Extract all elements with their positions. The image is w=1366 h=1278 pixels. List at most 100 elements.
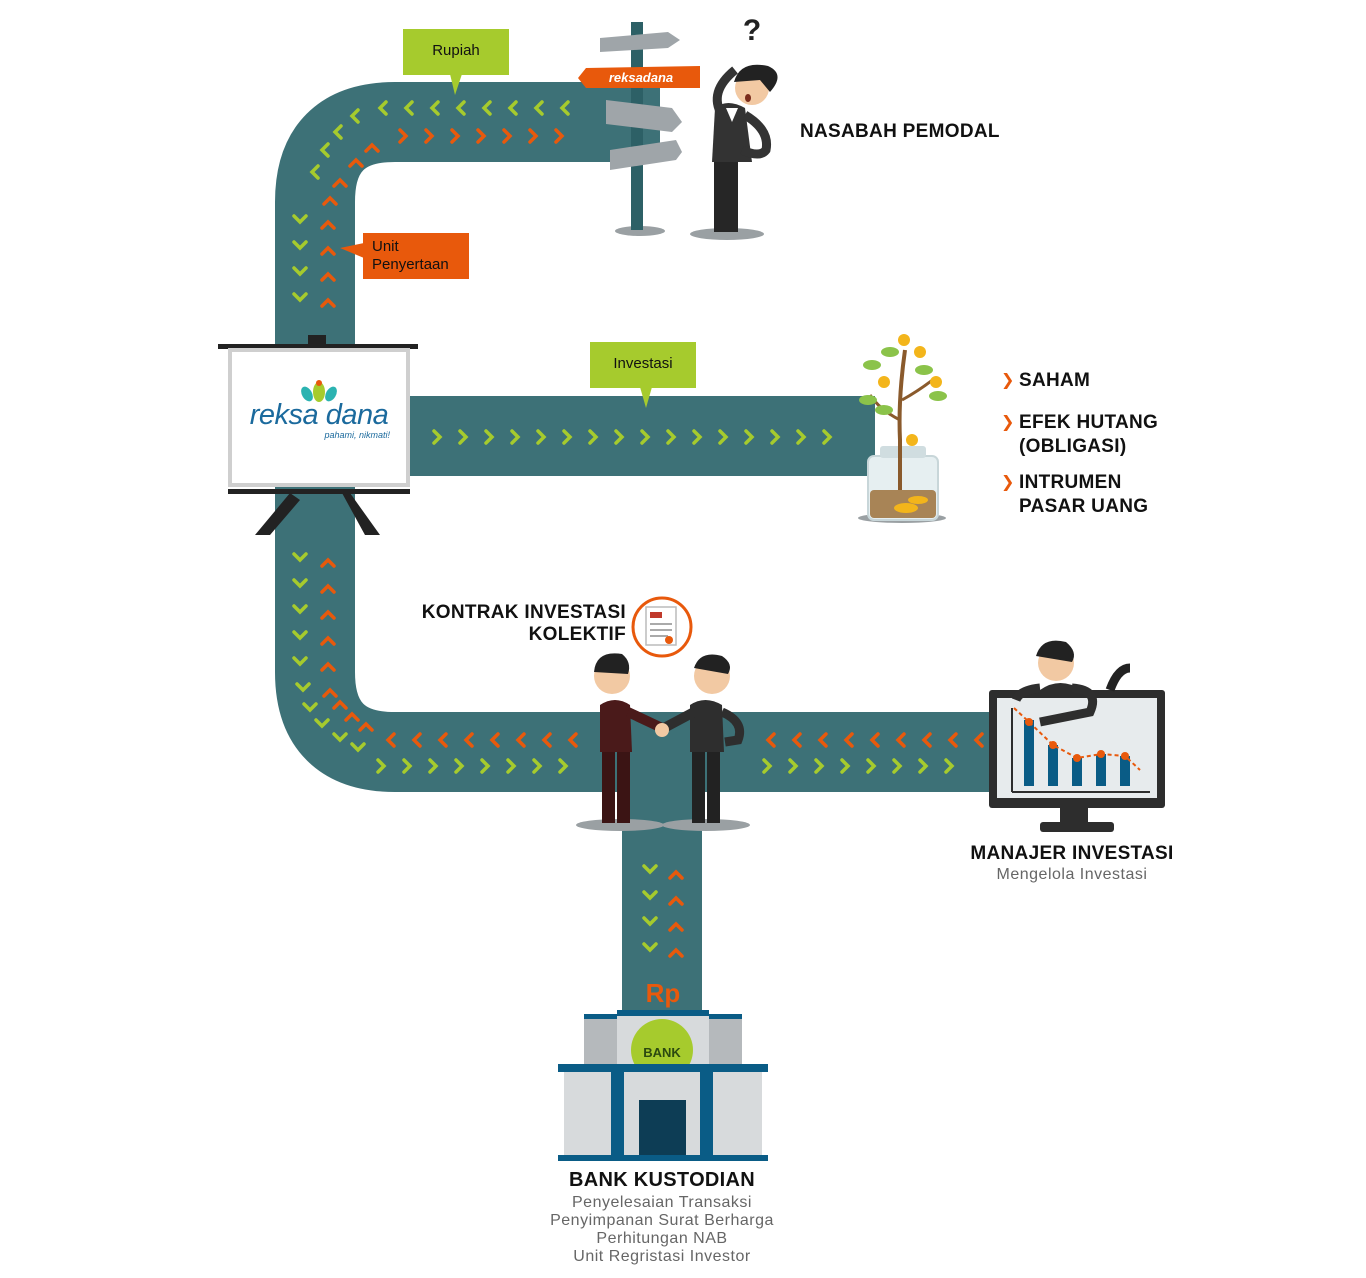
flow-chevron xyxy=(642,890,658,901)
flow-chevron xyxy=(562,429,573,445)
flow-chevron xyxy=(320,297,336,308)
flow-chevron xyxy=(668,921,684,932)
rupiah-symbol: Rp xyxy=(646,978,681,1008)
investasi-label: Investasi xyxy=(613,355,673,372)
flow-chevron xyxy=(536,429,547,445)
callout-investasi xyxy=(590,342,696,408)
flow-chevron xyxy=(642,942,658,953)
unit-penyertaan-label: Unit Penyertaan xyxy=(372,238,449,273)
flow-chevron xyxy=(376,758,387,774)
flow-chevron xyxy=(510,429,521,445)
money-tree-jar-icon xyxy=(858,334,947,523)
bank-building: Rp xyxy=(558,978,768,1161)
flow-chevron xyxy=(481,100,492,116)
flow-chevron xyxy=(292,604,308,615)
flow-chevron xyxy=(411,732,422,748)
flow-chevron xyxy=(344,711,360,722)
manager-monitor xyxy=(989,640,1165,832)
flow-chevron xyxy=(319,142,330,158)
flow-chevron xyxy=(398,128,409,144)
flow-chevron xyxy=(320,635,336,646)
flow-chevron xyxy=(358,721,374,732)
flow-chevron xyxy=(718,429,729,445)
flow-chevron xyxy=(320,245,336,256)
contract-title: KONTRAK INVESTASI KOLEKTIF xyxy=(421,602,626,645)
flow-chevron xyxy=(640,429,651,445)
flow-chevron xyxy=(614,429,625,445)
flow-chevron xyxy=(450,128,461,144)
svg-text:reksadana: reksadana xyxy=(609,70,673,85)
contract-document-icon xyxy=(631,596,693,658)
flow-chevron xyxy=(432,429,443,445)
lotus-icon xyxy=(301,380,337,402)
flow-chevron xyxy=(666,429,677,445)
flow-chevron xyxy=(554,128,565,144)
rupiah-label: Rupiah xyxy=(432,42,480,59)
flow-chevron xyxy=(840,758,851,774)
flow-chevron xyxy=(869,732,880,748)
callout-rupiah xyxy=(403,29,509,95)
flow-chevron xyxy=(424,128,435,144)
question-mark-icon: ? xyxy=(743,14,761,47)
flow-chevron xyxy=(541,732,552,748)
bank-line: Penyimpanan Surat Berharga xyxy=(550,1212,774,1229)
flow-chevron xyxy=(385,732,396,748)
flow-chevron xyxy=(428,758,439,774)
flow-chevron xyxy=(364,142,380,153)
flow-chevron xyxy=(502,128,513,144)
reksadana-sign xyxy=(578,66,700,88)
flow-chevron xyxy=(642,916,658,927)
bank-line: Penyelesaian Transaksi xyxy=(572,1194,752,1211)
flow-chevron xyxy=(533,100,544,116)
bank-line: Unit Regristasi Investor xyxy=(573,1248,751,1265)
flow-chevron xyxy=(770,429,781,445)
flow-chevron xyxy=(302,702,318,713)
handshake-figures xyxy=(576,653,750,831)
flow-chevron xyxy=(507,100,518,116)
flow-chevron xyxy=(973,732,984,748)
flow-chevron xyxy=(463,732,474,748)
flow-chevron xyxy=(817,732,828,748)
instrument-item: ❯ INTRUMEN PASAR UANG xyxy=(1001,472,1149,517)
flow-chevron xyxy=(292,266,308,277)
investor-figure: ? xyxy=(690,14,778,240)
flow-chevron xyxy=(796,429,807,445)
flow-chevron xyxy=(528,128,539,144)
flow-chevron xyxy=(350,742,366,753)
flow-chevron xyxy=(292,656,308,667)
flow-chevron xyxy=(349,108,360,124)
flow-chevron xyxy=(437,732,448,748)
flow-chevron xyxy=(332,699,348,710)
flow-chevron xyxy=(320,609,336,620)
flow-chevron xyxy=(403,100,414,116)
signpost: reksadana xyxy=(578,22,700,236)
flow-chevron xyxy=(320,271,336,282)
flow-chevron xyxy=(292,292,308,303)
flow-chevron xyxy=(791,732,802,748)
flow-chevron xyxy=(320,219,336,230)
flow-chevron xyxy=(567,732,578,748)
flow-chevron xyxy=(668,947,684,958)
manajer-subtitle: Mengelola Investasi xyxy=(996,866,1148,883)
flow-chevron xyxy=(559,100,570,116)
flow-chevron xyxy=(642,864,658,875)
flow-chevron xyxy=(944,758,955,774)
flow-chevron xyxy=(332,177,348,188)
reksadana-logo: reksa dana pahami, nikmati! xyxy=(232,380,406,440)
flow-chevron xyxy=(320,557,336,568)
flow-chevron xyxy=(814,758,825,774)
flow-chevron xyxy=(480,758,491,774)
flow-chevron xyxy=(332,732,348,743)
flow-chevron xyxy=(454,758,465,774)
flow-chevron xyxy=(822,429,833,445)
flow-chevron xyxy=(558,758,569,774)
flow-chevron xyxy=(402,758,413,774)
instrument-item: ❯ EFEK HUTANG (OBLIGASI) xyxy=(1001,412,1159,457)
flow-chevron xyxy=(843,732,854,748)
flow-chevron xyxy=(788,758,799,774)
chevron-right-icon: ❯ xyxy=(1001,372,1015,389)
presentation-board xyxy=(218,335,418,535)
logo-tagline: pahami, nikmati! xyxy=(324,430,390,440)
flow-chevron xyxy=(921,732,932,748)
